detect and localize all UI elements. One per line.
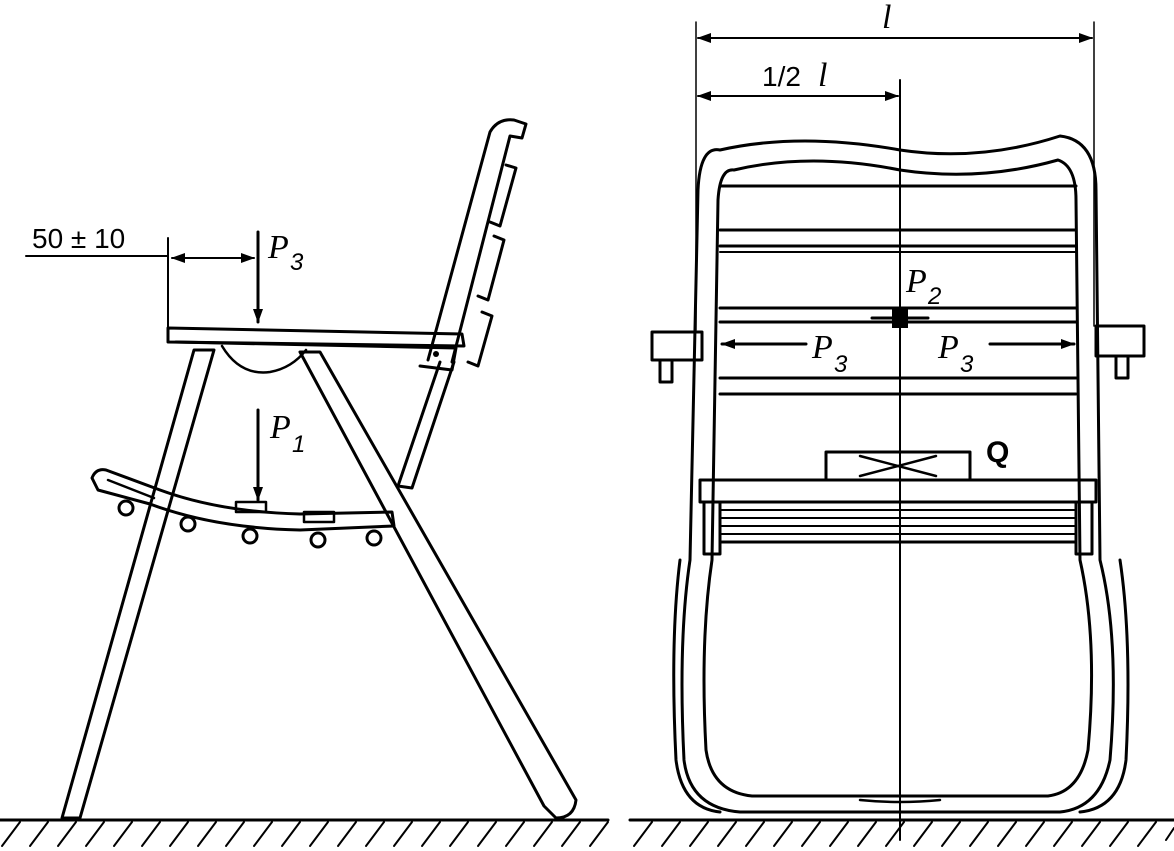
force-p3-left-subscript: 3	[834, 351, 848, 378]
load-q-label: Q	[986, 436, 1009, 469]
front-leg	[60, 348, 216, 820]
dimension-l: l	[697, 0, 1093, 43]
force-p2-subscript: 2	[927, 283, 941, 310]
load-q: Q	[824, 436, 1009, 482]
dimension-half-l: 1/2 l	[697, 57, 899, 101]
left-leg-outer	[672, 558, 722, 814]
armrest	[166, 326, 466, 374]
half-width-symbol: l	[818, 57, 827, 94]
force-p3-right-arrow: P 3	[937, 329, 1076, 378]
force-p1-vertical: P 1	[253, 408, 305, 502]
outer-frame	[680, 134, 1115, 814]
force-p1-subscript: 1	[292, 431, 305, 458]
ground-hatching-right	[633, 821, 1174, 847]
force-p2: P 2	[870, 263, 941, 328]
dimension-label: 50 ± 10	[32, 223, 125, 254]
right-leg-outer	[1078, 558, 1130, 814]
front-backrest-slats	[718, 184, 1078, 396]
force-p3-subscript: 3	[290, 249, 304, 276]
backrest	[396, 118, 528, 490]
force-p2-symbol: P	[905, 263, 927, 300]
ground-right	[628, 818, 1174, 847]
force-p3-right-symbol: P	[937, 329, 959, 366]
force-p3-vertical: P 3	[253, 229, 304, 324]
force-p3-symbol: P	[267, 229, 289, 266]
force-p3-left-symbol: P	[811, 329, 833, 366]
dimension-50-10: 50 ± 10	[25, 223, 255, 331]
ground-hatching-left	[1, 821, 609, 847]
front-seat	[698, 478, 1098, 556]
front-view: Q l 1/2 l P 2 P 3	[628, 0, 1174, 847]
half-width-fraction: 1/2	[762, 61, 801, 92]
force-p3-left-arrow: P 3	[720, 329, 848, 378]
force-p1-symbol: P	[269, 409, 291, 446]
ground-left	[0, 818, 610, 847]
width-label: l	[882, 0, 891, 36]
rear-leg	[298, 350, 578, 820]
seat-slats	[90, 468, 396, 549]
side-view: 50 ± 10 P 3 P 1	[0, 118, 610, 847]
force-p3-right-subscript: 3	[960, 351, 974, 378]
inner-frame	[702, 158, 1094, 798]
front-armrests	[650, 324, 1146, 384]
